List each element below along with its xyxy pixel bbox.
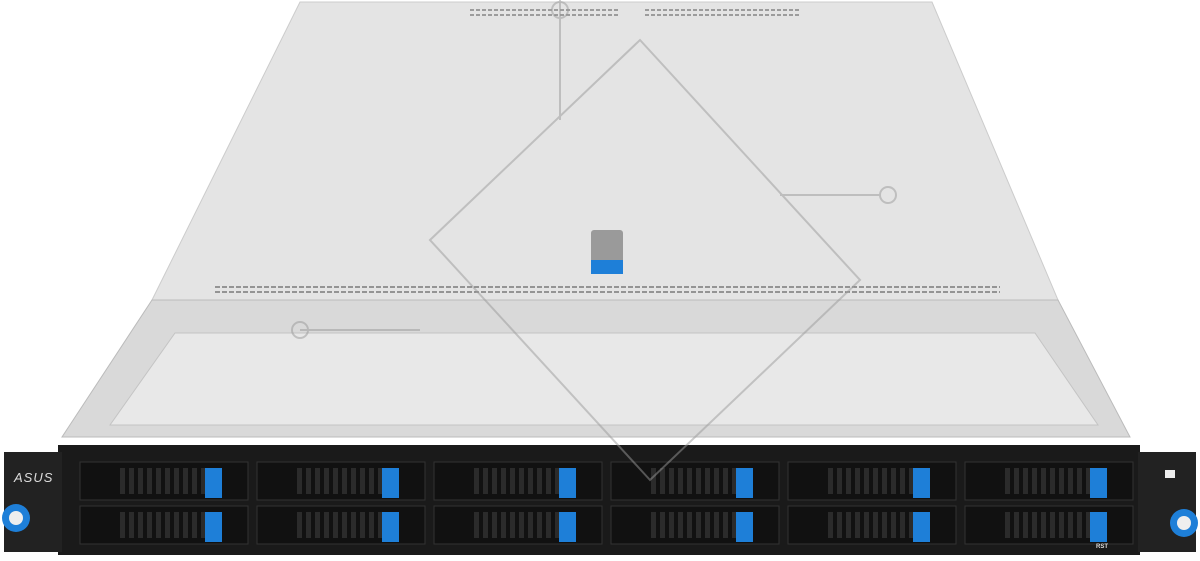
drive-bay[interactable] — [787, 461, 957, 501]
drive-release-tab[interactable] — [382, 512, 399, 542]
asus-logo: ASUS — [14, 470, 54, 485]
drive-release-tab[interactable] — [736, 468, 753, 498]
drive-release-tab[interactable] — [736, 512, 753, 542]
reset-button-label[interactable]: RST — [1096, 544, 1108, 550]
drive-release-tab[interactable] — [913, 512, 930, 542]
top-vents — [215, 9, 1000, 293]
drive-release-tab[interactable] — [1090, 512, 1107, 542]
drive-bay[interactable] — [79, 461, 249, 501]
drive-bay[interactable] — [610, 461, 780, 501]
drive-release-tab[interactable] — [913, 468, 930, 498]
drive-release-tab[interactable] — [382, 468, 399, 498]
drive-release-tab[interactable] — [559, 468, 576, 498]
drive-bay[interactable] — [256, 461, 426, 501]
drive-release-tab[interactable] — [1090, 468, 1107, 498]
front-cover-panel — [109, 332, 1099, 426]
drive-release-tab[interactable] — [205, 512, 222, 542]
right-thumbscrew — [1170, 509, 1198, 537]
release-latch-tab — [591, 260, 623, 274]
drive-bay[interactable] — [433, 461, 603, 501]
drive-bay[interactable] — [256, 505, 426, 545]
drive-bay[interactable] — [787, 505, 957, 545]
left-rack-ear — [4, 452, 62, 552]
left-thumbscrew — [2, 504, 30, 532]
drive-bay[interactable] — [964, 461, 1134, 501]
drive-release-tab[interactable] — [205, 468, 222, 498]
drive-bay[interactable] — [964, 505, 1134, 545]
rack-ear-hole — [1165, 470, 1175, 478]
drive-release-tab[interactable] — [559, 512, 576, 542]
drive-bay[interactable] — [433, 505, 603, 545]
watermark — [291, 0, 897, 482]
drive-bays — [79, 461, 1134, 545]
drive-bay[interactable] — [610, 505, 780, 545]
right-rack-ear — [1138, 452, 1196, 552]
drive-bay[interactable] — [79, 505, 249, 545]
